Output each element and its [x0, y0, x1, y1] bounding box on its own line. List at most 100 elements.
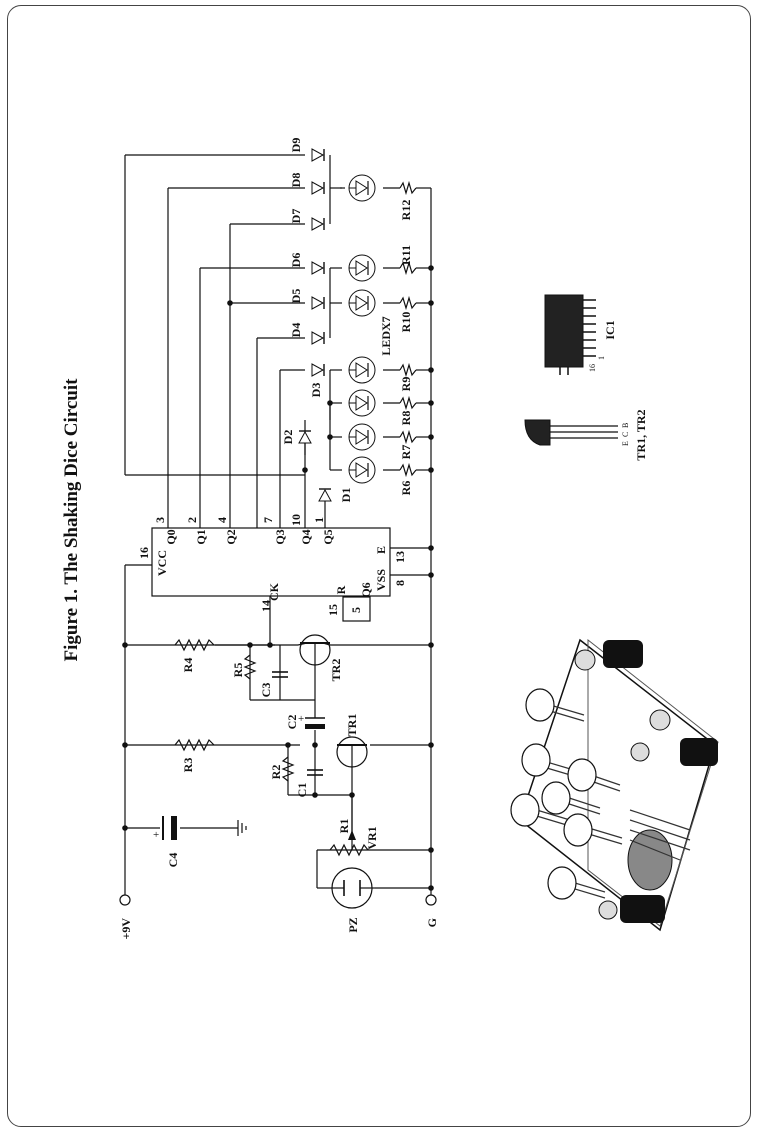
diode-d6: D6 — [289, 253, 325, 275]
svg-text:14: 14 — [259, 600, 273, 612]
led-4 — [348, 356, 376, 384]
ic-pin-vcc: VCC — [155, 550, 169, 576]
svg-text:Q1: Q1 — [194, 529, 208, 544]
led-resistors: R12 R11 R10 R9 R8 R7 R6 — [399, 180, 417, 496]
svg-text:R4: R4 — [181, 658, 195, 673]
resistor-vr1: R1 VR1 — [329, 795, 379, 857]
svg-text:Q0: Q0 — [164, 529, 178, 544]
svg-text:D3: D3 — [309, 383, 323, 398]
leds: LEDX7 — [348, 174, 393, 484]
piezo-pz: PZ — [330, 867, 375, 933]
diode-d9: D9 — [289, 138, 325, 162]
r9-label: R9 — [399, 377, 413, 392]
resistor-r4: R4 — [174, 638, 215, 673]
capacitor-c2: + C2 — [285, 713, 325, 729]
svg-text:R1: R1 — [337, 819, 351, 834]
svg-text:C: C — [621, 432, 630, 437]
svg-text:D1: D1 — [339, 488, 353, 503]
svg-text:C2: C2 — [285, 715, 299, 730]
ground-label: G — [425, 918, 439, 927]
resistor-r2: R2 — [269, 756, 295, 782]
svg-text:D5: D5 — [289, 289, 303, 304]
svg-text:Q3: Q3 — [273, 529, 287, 544]
r10-label: R10 — [399, 312, 413, 333]
svg-text:13: 13 — [393, 551, 407, 563]
led-6 — [348, 254, 376, 282]
c4-label: C4 — [166, 853, 180, 868]
r8-label: R8 — [399, 411, 413, 426]
led-5 — [348, 289, 376, 317]
svg-text:R5: R5 — [231, 663, 245, 678]
svg-text:E: E — [374, 546, 388, 554]
diode-d2: D2 — [281, 430, 312, 444]
svg-text:C1: C1 — [295, 783, 309, 798]
svg-text:D6: D6 — [289, 253, 303, 268]
led-2 — [348, 423, 376, 451]
diode-d8: D8 — [289, 173, 325, 195]
svg-text:IC1: IC1 — [603, 320, 617, 339]
figure-title: Figure 1. The Shaking Dice Circuit — [61, 378, 82, 662]
ic-pin-labels: 16 VCC 3 Q0 2 Q1 4 Q2 7 Q3 10 Q4 1 Q5 E … — [137, 514, 407, 622]
svg-text:10: 10 — [289, 514, 303, 526]
svg-text:R2: R2 — [269, 765, 283, 780]
assembled-board-illustration — [510, 638, 719, 932]
capacitor-c3: C3 — [259, 671, 288, 697]
svg-text:7: 7 — [261, 517, 275, 523]
svg-text:16: 16 — [588, 364, 597, 372]
ic1-illustration: 16 1 IC1 — [544, 294, 617, 375]
resistor-r5: R5 — [231, 654, 257, 680]
svg-text:1: 1 — [312, 517, 326, 523]
transistor-tr1: TR1 — [336, 714, 368, 770]
r12-label: R12 — [399, 200, 413, 221]
capacitor-c4: + C4 — [153, 816, 180, 867]
junction-dots — [122, 265, 434, 891]
r11-label: R11 — [399, 245, 413, 265]
led-3 — [348, 389, 376, 417]
led-1 — [348, 456, 376, 484]
svg-text:2: 2 — [185, 517, 199, 523]
led-label: LEDX7 — [379, 316, 393, 355]
svg-text:3: 3 — [153, 517, 167, 523]
svg-text:Q6: Q6 — [359, 582, 373, 597]
svg-text:Q5: Q5 — [321, 529, 335, 544]
svg-text:D8: D8 — [289, 173, 303, 188]
wiring — [124, 154, 432, 895]
svg-text:Q4: Q4 — [299, 529, 313, 544]
ic-pin-16-num: 16 — [137, 547, 151, 559]
r7-label: R7 — [399, 445, 413, 460]
svg-text:D9: D9 — [289, 138, 303, 153]
svg-text:TR1: TR1 — [345, 714, 359, 737]
diode-d3: D3 — [309, 363, 325, 398]
svg-text:5: 5 — [349, 607, 363, 613]
svg-text:VR1: VR1 — [365, 826, 379, 849]
svg-text:4: 4 — [215, 517, 229, 523]
diode-d7: D7 — [289, 209, 325, 231]
vplus-terminal — [119, 894, 131, 906]
vplus-label: +9V — [119, 918, 133, 940]
r6-label: R6 — [399, 481, 413, 496]
diode-d5: D5 — [289, 289, 325, 310]
diode-d4: D4 — [289, 323, 325, 345]
svg-text:Q2: Q2 — [224, 529, 238, 544]
ground-terminal — [425, 894, 437, 906]
transistor-tr2: TR2 — [297, 634, 343, 682]
svg-text:E: E — [621, 441, 630, 446]
svg-text:15: 15 — [326, 604, 340, 616]
svg-text:TR2: TR2 — [329, 659, 343, 682]
svg-text:1: 1 — [597, 356, 606, 360]
svg-text:VSS: VSS — [374, 569, 388, 591]
svg-text:B: B — [621, 423, 630, 428]
c4-polarity: + — [153, 829, 159, 841]
svg-text:PZ: PZ — [346, 917, 360, 932]
svg-text:D7: D7 — [289, 209, 303, 224]
ic-body — [151, 527, 391, 597]
svg-text:R: R — [334, 585, 348, 594]
transistor-illustration: E C B TR1, TR2 — [524, 409, 648, 461]
page-frame — [7, 5, 751, 1127]
svg-text:D4: D4 — [289, 323, 303, 338]
resistor-r3: R3 — [174, 738, 215, 772]
led-7 — [348, 174, 376, 202]
svg-text:+: + — [298, 713, 304, 725]
ground-symbol — [237, 820, 247, 836]
